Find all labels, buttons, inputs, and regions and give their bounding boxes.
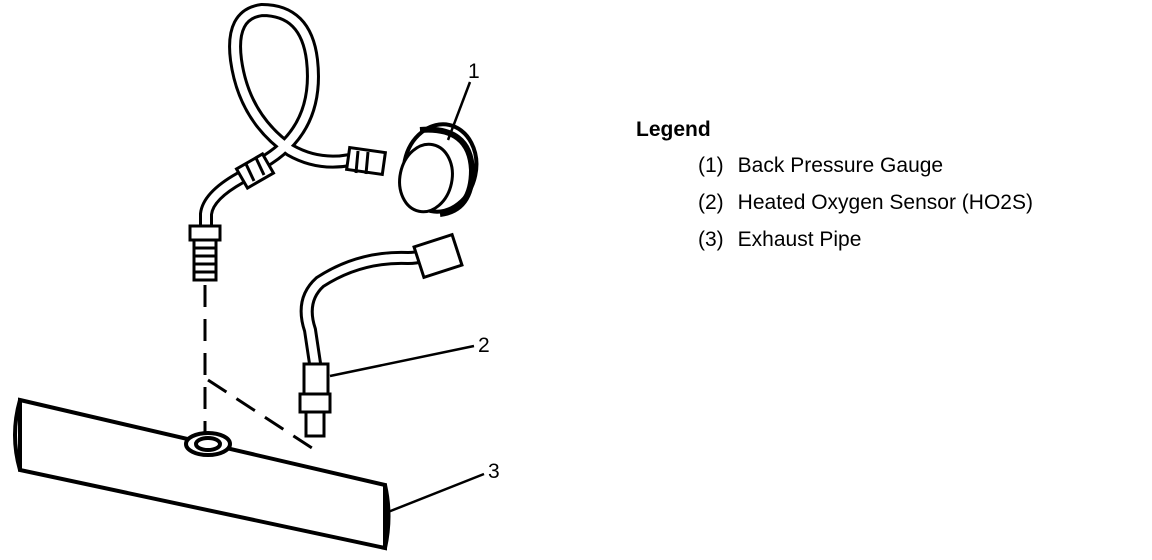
alignment-dashes	[203, 285, 313, 450]
legend: Legend (1) Back Pressure Gauge (2) Heated …	[636, 118, 1033, 263]
leader-lines	[329, 81, 485, 514]
legend-item-label: Back Pressure Gauge	[737, 154, 944, 177]
legend-item-number: (1)	[698, 154, 724, 177]
callout-3: 3	[488, 460, 500, 483]
legend-item: (2) Heated Oxygen Sensor (HO2S)	[698, 189, 1033, 217]
oxygen-sensor	[298, 232, 464, 438]
exhaust-pipe	[13, 397, 391, 551]
legend-list: (1) Back Pressure Gauge (2) Heated Oxygen …	[636, 152, 1033, 254]
legend-item-number: (2)	[698, 191, 724, 214]
hose-fittings	[234, 145, 388, 191]
callout-1: 1	[468, 60, 480, 83]
gauge-hose	[199, 2, 357, 235]
legend-item-label: Heated Oxygen Sensor (HO2S)	[737, 191, 1033, 214]
legend-item: (3) Exhaust Pipe	[698, 226, 1033, 254]
legend-item-label: Exhaust Pipe	[737, 228, 862, 251]
back-pressure-gauge	[398, 122, 479, 217]
legend-title: Legend	[636, 118, 711, 141]
adapter-fitting	[188, 224, 222, 282]
callout-2: 2	[478, 334, 490, 357]
legend-item: (1) Back Pressure Gauge	[698, 152, 1033, 180]
legend-item-number: (3)	[698, 228, 724, 251]
